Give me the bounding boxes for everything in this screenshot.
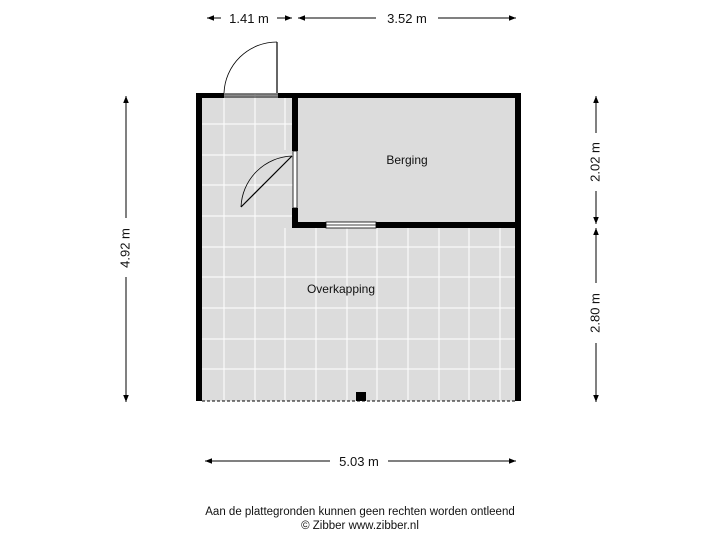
tile-grid — [201, 94, 518, 401]
walls — [196, 93, 521, 401]
wall-top-left — [196, 93, 224, 98]
room-label-overkapping: Overkapping — [307, 282, 375, 296]
dimension-bottom: 5.03 m — [205, 454, 516, 469]
wall-right — [515, 93, 521, 401]
berging-window — [325, 221, 377, 229]
wall-left — [196, 93, 202, 401]
dimension-right-bottom: 2.80 m — [587, 228, 602, 402]
dimension-top-left: 1.41 m — [207, 11, 292, 26]
dimension-top-left-label: 1.41 m — [229, 11, 269, 26]
wall-top-right — [278, 93, 521, 98]
dimension-top-right: 3.52 m — [298, 11, 516, 26]
dimension-left-label: 4.92 m — [117, 228, 132, 268]
room-label-berging: Berging — [386, 153, 427, 167]
post — [356, 392, 366, 401]
berging-wall-left-top — [292, 93, 298, 151]
berging-floor — [297, 98, 514, 222]
dimension-right-top: 2.02 m — [587, 96, 602, 224]
dimension-bottom-label: 5.03 m — [339, 454, 379, 469]
footer-disclaimer: Aan de plattegronden kunnen geen rechten… — [205, 506, 515, 518]
dimension-left: 4.92 m — [117, 96, 132, 402]
dimension-top-right-label: 3.52 m — [387, 11, 427, 26]
footer-copyright: © Zibber www.zibber.nl — [301, 520, 419, 532]
entrance-door — [223, 41, 278, 98]
berging-wall-bottom-right — [376, 222, 521, 228]
berging-wall-bottom-left — [292, 222, 326, 228]
dimension-right-bottom-label: 2.80 m — [587, 293, 602, 333]
berging-door — [240, 150, 298, 209]
berging-wall-left-bottom — [292, 208, 298, 228]
dimension-right-top-label: 2.02 m — [587, 142, 602, 182]
